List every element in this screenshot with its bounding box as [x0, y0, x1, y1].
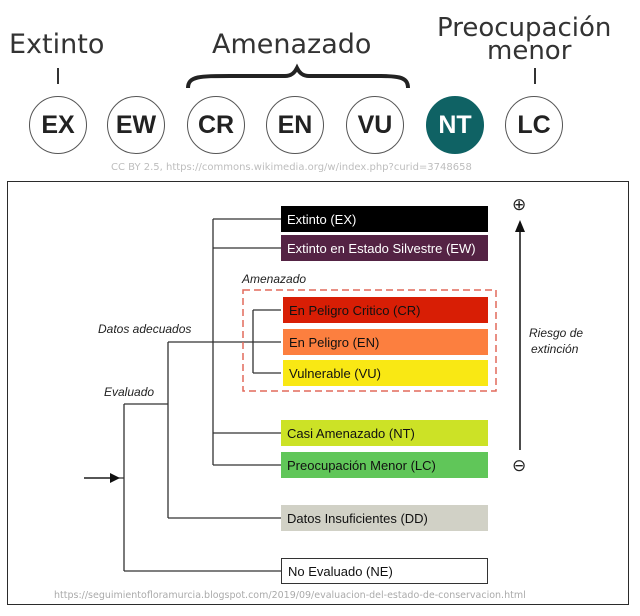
- group-label-least-concern: Preocupación: [437, 13, 612, 43]
- label-adequate-data: Datos adecuados: [98, 322, 192, 336]
- label-evaluated: Evaluado: [104, 385, 155, 399]
- box-vulnerable: Vulnerable (VU): [283, 360, 488, 386]
- category-circle-ew: EW: [107, 96, 165, 154]
- image-credit-bottom: https://seguimientofloramurcia.blogspot.…: [54, 590, 526, 601]
- risk-high-icon: ⊕: [512, 195, 527, 214]
- category-circle-lc: LC: [505, 96, 563, 154]
- box-endangered: En Peligro (EN): [283, 329, 488, 355]
- category-circle-cr: CR: [187, 96, 245, 154]
- label-extinction-risk-line2: extinción: [531, 342, 579, 356]
- iucn-categories-diagram: Extinto (EX) Extinto en Estado Silvestre…: [7, 181, 629, 605]
- category-header: Extinto Amenazado Preocupación menor EX …: [0, 0, 640, 180]
- category-circle-ex: EX: [29, 96, 87, 154]
- group-label-threatened: Amenazado: [212, 29, 372, 60]
- box-not-evaluated: No Evaluado (NE): [281, 558, 488, 584]
- box-extinct: Extinto (EX): [281, 206, 488, 232]
- label-extinction-risk: Riesgo de: [529, 326, 584, 340]
- box-extinct-in-wild: Extinto en Estado Silvestre (EW): [281, 235, 488, 261]
- group-label-extinct: Extinto: [9, 29, 105, 60]
- image-credit-top: CC BY 2.5, https://commons.wikimedia.org…: [111, 162, 472, 173]
- risk-low-icon: ⊖: [512, 456, 527, 475]
- box-data-deficient: Datos Insuficientes (DD): [281, 505, 488, 531]
- label-threatened: Amenazado: [242, 272, 307, 286]
- box-near-threatened: Casi Amenazado (NT): [281, 420, 488, 446]
- category-circle-en: EN: [266, 96, 324, 154]
- tree-connectors: [84, 218, 525, 572]
- category-circle-nt: NT: [426, 96, 484, 154]
- group-brackets: [57, 63, 536, 89]
- box-critically-endangered: En Peligro Critico (CR): [283, 297, 488, 323]
- box-least-concern: Preocupación Menor (LC): [281, 452, 488, 478]
- group-label-least-concern-line2: menor: [487, 36, 572, 66]
- category-circle-vu: VU: [346, 96, 404, 154]
